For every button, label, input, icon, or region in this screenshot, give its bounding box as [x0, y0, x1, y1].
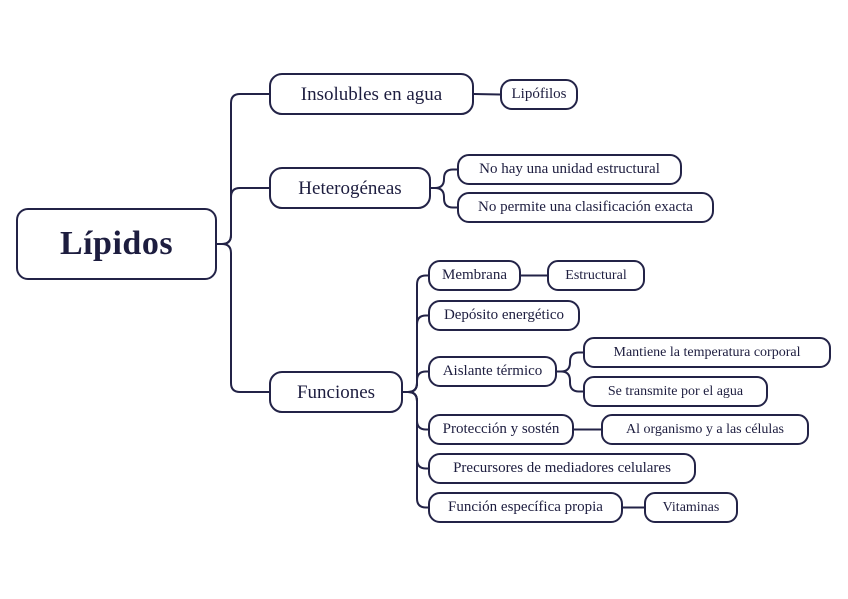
connector-root-to-heterogeneas [216, 187, 270, 245]
mindmap-node-membrana[interactable]: Membrana [428, 260, 521, 291]
connector-funciones-to-aislante [402, 370, 429, 393]
node-label: Al organismo y a las células [626, 421, 784, 437]
mindmap-root-node[interactable]: Lípidos [16, 208, 217, 280]
mindmap-node-no-unidad[interactable]: No hay una unidad estructural [457, 154, 682, 185]
node-label: Lipófilos [511, 86, 567, 102]
connector-heterogeneas-to-no-unidad [430, 168, 458, 189]
mindmap-node-transmite[interactable]: Se transmite por el agua [583, 376, 768, 407]
mindmap-node-deposito[interactable]: Depósito energético [428, 300, 580, 331]
connector-funciones-to-funcion-especifica [402, 391, 429, 509]
connector-funciones-to-precursores [402, 391, 429, 470]
node-label: Precursores de mediadores celulares [453, 460, 671, 476]
mindmap-node-funciones[interactable]: Funciones [269, 371, 403, 413]
node-label: Heterogéneas [298, 177, 402, 199]
node-label: No hay una unidad estructural [479, 161, 660, 177]
node-label: No permite una clasificación exacta [478, 199, 693, 215]
connector-heterogeneas-to-no-clasificacion [430, 187, 458, 209]
connector-funciones-to-membrana [402, 274, 429, 393]
mindmap-node-estructural[interactable]: Estructural [547, 260, 645, 291]
node-label: Protección y sostén [442, 421, 560, 437]
mindmap-node-precursores[interactable]: Precursores de mediadores celulares [428, 453, 696, 484]
connector-root-to-funciones [216, 243, 270, 393]
connector-aislante-to-mantiene [556, 351, 584, 373]
connector-funciones-to-deposito [402, 314, 429, 393]
node-label: Aislante térmico [442, 363, 543, 379]
node-label: Función específica propia [448, 499, 603, 515]
connector-aislante-to-transmite [556, 370, 584, 393]
node-label: Estructural [565, 267, 627, 283]
mindmap-node-vitaminas[interactable]: Vitaminas [644, 492, 738, 523]
connector-insolubles-to-lipofilos [473, 93, 501, 96]
node-label: Insolubles en agua [300, 83, 443, 105]
mindmap-node-mantiene[interactable]: Mantiene la temperatura corporal [583, 337, 831, 368]
mindmap-node-no-clasificacion[interactable]: No permite una clasificación exacta [457, 192, 714, 223]
node-label: Mantiene la temperatura corporal [613, 344, 801, 360]
node-label: Funciones [296, 381, 376, 403]
mindmap-node-lipofilos[interactable]: Lipófilos [500, 79, 578, 110]
mindmap-node-funcion-especifica[interactable]: Función específica propia [428, 492, 623, 523]
mindmap-node-proteccion[interactable]: Protección y sostén [428, 414, 574, 445]
node-label: Membrana [442, 267, 507, 283]
node-label: Vitaminas [662, 499, 720, 515]
mindmap-node-heterogeneas[interactable]: Heterogéneas [269, 167, 431, 209]
node-label: Depósito energético [443, 307, 565, 323]
mindmap-node-organismo[interactable]: Al organismo y a las células [601, 414, 809, 445]
connector-root-to-insolubles [216, 93, 270, 245]
node-label: Lípidos [59, 225, 174, 262]
connector-funciones-to-proteccion [402, 391, 429, 431]
mindmap-node-insolubles[interactable]: Insolubles en agua [269, 73, 474, 115]
mindmap-node-aislante[interactable]: Aislante térmico [428, 356, 557, 387]
node-label: Se transmite por el agua [607, 383, 744, 399]
